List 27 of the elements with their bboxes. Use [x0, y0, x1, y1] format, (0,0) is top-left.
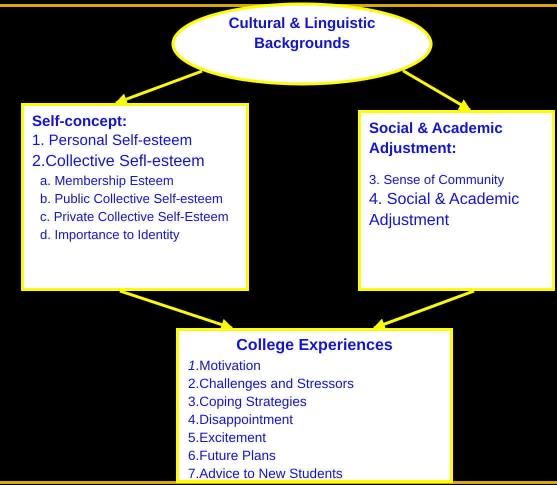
list-item: 3.Coping Strategies	[188, 393, 308, 411]
arrow	[372, 290, 475, 330]
list-item: 6.Future Plans	[188, 447, 277, 465]
node-title: Cultural & Linguistic Backgrounds	[228, 14, 376, 54]
list-item: 5.Excitement	[188, 429, 268, 447]
node-heading: Social & Academic Adjustment:	[369, 119, 504, 159]
sub-list-item: b. Public Collective Self-esteem	[39, 190, 224, 208]
list-item: 4.Disappointment	[188, 411, 294, 429]
text-box	[358, 110, 555, 291]
list-item: 1. Personal Self-esteem	[32, 131, 194, 151]
arrow	[114, 70, 203, 105]
list-item: 3. Sense of Community	[369, 171, 506, 189]
sub-list-item: c. Private Collective Self-Esteem	[39, 208, 230, 226]
list-item: 7.Advice to New Students	[188, 465, 344, 483]
list-item: 1.Motivation	[188, 357, 262, 375]
text-box	[176, 328, 453, 483]
arrow	[120, 290, 234, 330]
text-box	[21, 103, 249, 291]
node-heading: Self-concept:	[32, 112, 128, 131]
ellipse-node	[171, 2, 433, 86]
sub-list-item: d. Importance to Identity	[39, 226, 180, 244]
list-item: 4. Social & Academic Adjustment	[369, 190, 520, 231]
sub-list-item: a. Membership Esteem	[39, 172, 175, 190]
arrow	[402, 69, 472, 112]
list-item: 2.Collective Sefl-esteem	[32, 152, 206, 172]
list-item: 2.Challenges and Stressors	[188, 375, 355, 393]
node-heading: College Experiences	[235, 336, 394, 356]
